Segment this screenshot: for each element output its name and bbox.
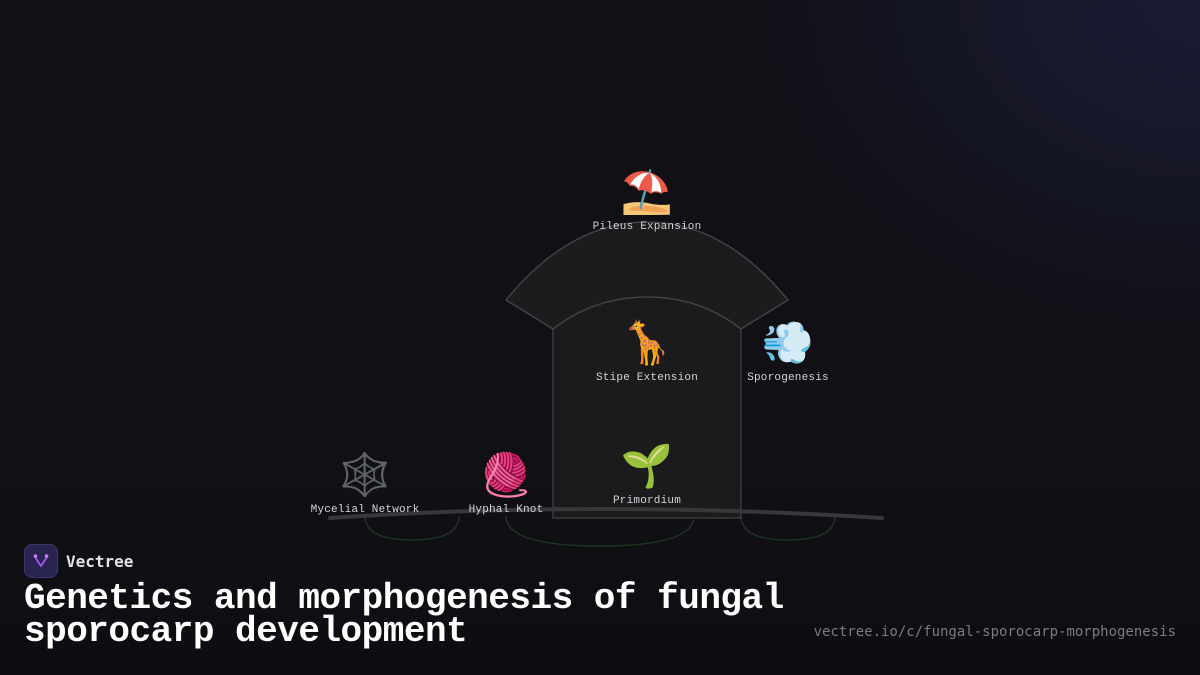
node-sporogenesis[interactable]: 💨 Sporogenesis xyxy=(747,318,829,385)
giraffe-icon: 🦒 xyxy=(620,318,674,367)
pileus-shape xyxy=(504,221,790,330)
seedling-icon: 🌱 xyxy=(620,441,674,490)
node-pileus-expansion[interactable]: ⛱️ Pileus Expansion xyxy=(592,167,702,234)
root-arc-left xyxy=(364,515,460,541)
root-arc-center xyxy=(505,515,695,547)
node-label: Mycelial Network xyxy=(310,504,420,516)
node-mycelial-network[interactable]: 🕸️ Mycelial Network xyxy=(310,450,420,517)
source-url[interactable]: vectree.io/c/fungal-sporocarp-morphogene… xyxy=(813,624,1176,640)
node-label: Hyphal Knot xyxy=(468,504,544,516)
root-arc-right xyxy=(740,515,836,541)
node-label: Pileus Expansion xyxy=(592,221,702,233)
node-primordium[interactable]: 🌱 Primordium xyxy=(612,441,682,508)
beach-umbrella-icon: ⛱️ xyxy=(620,167,674,216)
node-hyphal-knot[interactable]: 🧶 Hyphal Knot xyxy=(468,450,544,517)
ground-line xyxy=(328,507,884,520)
node-label: Sporogenesis xyxy=(747,372,829,384)
brand-name: Vectree xyxy=(66,551,134,571)
page-title: Genetics and morphogenesis of fungal spo… xyxy=(24,578,784,652)
yarn-ball-icon: 🧶 xyxy=(479,450,533,499)
vectree-logo-icon xyxy=(24,544,58,578)
brand[interactable]: Vectree xyxy=(24,544,133,578)
wind-puff-icon: 💨 xyxy=(761,318,815,367)
node-label: Primordium xyxy=(612,495,682,507)
node-label: Stipe Extension xyxy=(595,372,699,384)
node-stipe-extension[interactable]: 🦒 Stipe Extension xyxy=(595,318,699,385)
spider-web-icon: 🕸️ xyxy=(338,450,392,499)
